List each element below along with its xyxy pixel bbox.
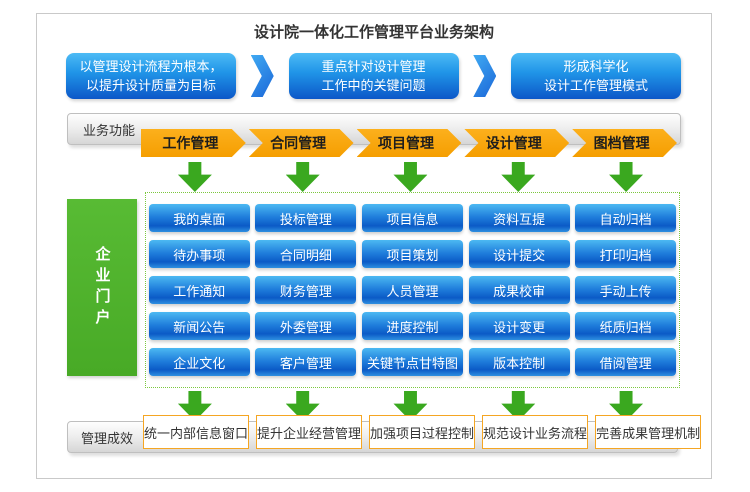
module-button[interactable]: 版本控制 [468, 348, 570, 376]
down-arrow-icon [177, 162, 212, 192]
module-button[interactable]: 我的桌面 [148, 204, 250, 232]
down-arrow-icon [393, 162, 428, 192]
goal-line-2: 以提升设计质量为目标 [85, 78, 216, 93]
down-arrow-icon [609, 162, 644, 192]
goal-line-2: 设计工作管理模式 [543, 78, 648, 93]
module-button[interactable]: 人员管理 [361, 276, 463, 304]
goal-line-1: 以管理设计流程为根本， [79, 59, 223, 74]
result-box-3: 加强项目过程控制 [369, 415, 476, 449]
down-arrows-top [141, 162, 680, 192]
goal-box-1: 以管理设计流程为根本， 以提升设计质量为目标 [66, 53, 236, 99]
module-button[interactable]: 成果校审 [468, 276, 570, 304]
goal-box-3: 形成科学化设计工作管理模式 [511, 53, 681, 99]
module-button[interactable]: 投标管理 [255, 204, 357, 232]
result-box-2: 提升企业经营管理 [256, 415, 363, 449]
goals-row: 以管理设计流程为根本， 以提升设计质量为目标 重点针对设计管理工作中的关键问题 形成科… [66, 53, 681, 99]
result-box-4: 规范设计业务流程 [482, 415, 589, 449]
module-button[interactable]: 项目策划 [361, 240, 463, 268]
category-banner-3[interactable]: 项目管理 [357, 129, 462, 157]
page-title: 设计院一体化工作管理平台业务架构 [253, 24, 494, 41]
module-button[interactable]: 借阅管理 [575, 348, 677, 376]
main-area: 企业门户 我的桌面投标管理项目信息资料互提自动归档待办事项合同明细项目策划设计提… [67, 192, 680, 388]
module-button[interactable]: 新闻公告 [148, 312, 250, 340]
portal-box: 企业门户 [67, 199, 137, 376]
module-button[interactable]: 打印归档 [575, 240, 677, 268]
chevron-separator [236, 55, 289, 97]
results-boxes: 统一内部信息窗口提升企业经营管理加强项目过程控制规范设计业务流程完善成果管理机制 [143, 415, 702, 449]
module-button[interactable]: 设计提交 [468, 240, 570, 268]
module-button[interactable]: 进度控制 [361, 312, 463, 340]
business-functions-label: 业务功能 [83, 122, 136, 138]
module-button[interactable]: 企业文化 [148, 348, 250, 376]
down-arrow-icon [285, 162, 320, 192]
down-arrow-icon [501, 162, 536, 192]
result-box-1: 统一内部信息窗口 [143, 415, 250, 449]
chevron-right-icon [250, 55, 274, 97]
module-button[interactable]: 合同明细 [255, 240, 357, 268]
module-button[interactable]: 资料互提 [468, 204, 570, 232]
module-grid: 我的桌面投标管理项目信息资料互提自动归档待办事项合同明细项目策划设计提交打印归档… [145, 192, 680, 388]
results-label: 管理成效 [81, 430, 134, 446]
chevron-separator [459, 55, 512, 97]
arrow-slot [141, 162, 249, 192]
category-banner-row: 工作管理合同管理项目管理设计管理图档管理 [141, 129, 680, 157]
diagram-panel: 设计院一体化工作管理平台业务架构 以管理设计流程为根本， 以提升设计质量为目标 重点… [36, 13, 712, 479]
module-button[interactable]: 手动上传 [575, 276, 677, 304]
goal-box-2: 重点针对设计管理工作中的关键问题 [288, 53, 459, 99]
goal-line-1: 重点针对设计管理 [321, 59, 426, 74]
goal-line-1: 形成科学化 [563, 59, 629, 74]
portal-label: 企业门户 [93, 245, 111, 330]
module-button[interactable]: 设计变更 [468, 312, 570, 340]
category-banner-5[interactable]: 图档管理 [572, 129, 677, 157]
goal-line-2: 工作中的关键问题 [321, 78, 426, 93]
arrow-slot [249, 162, 357, 192]
category-banner-4[interactable]: 设计管理 [464, 129, 569, 157]
module-button[interactable]: 财务管理 [255, 276, 357, 304]
category-banner-1[interactable]: 工作管理 [141, 129, 246, 157]
module-button[interactable]: 关键节点甘特图 [361, 348, 463, 376]
module-button[interactable]: 工作通知 [148, 276, 250, 304]
arrow-slot [572, 162, 680, 192]
module-button[interactable]: 客户管理 [255, 348, 357, 376]
module-button[interactable]: 待办事项 [148, 240, 250, 268]
results-section: 管理成效 统一内部信息窗口提升企业经营管理加强项目过程控制规范设计业务流程完善成… [67, 415, 702, 455]
category-banner-2[interactable]: 合同管理 [249, 129, 354, 157]
arrow-slot [464, 162, 572, 192]
result-box-5: 完善成果管理机制 [595, 415, 702, 449]
module-button[interactable]: 外委管理 [255, 312, 357, 340]
chevron-right-icon [473, 55, 497, 97]
module-button[interactable]: 项目信息 [361, 204, 463, 232]
module-button[interactable]: 自动归档 [575, 204, 677, 232]
module-button[interactable]: 纸质归档 [575, 312, 677, 340]
arrow-slot [357, 162, 465, 192]
